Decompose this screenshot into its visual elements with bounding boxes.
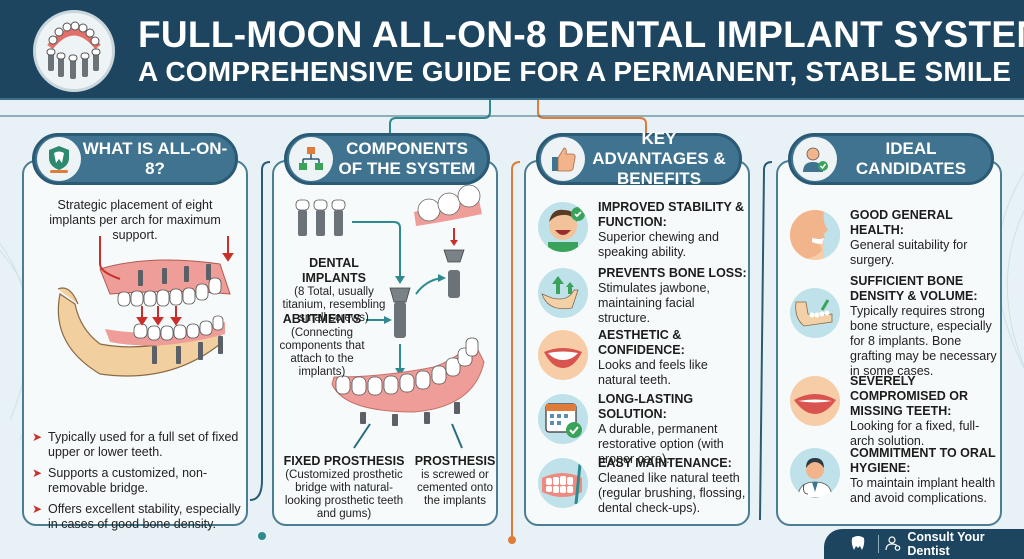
doctor-icon (790, 448, 840, 498)
advantage-item: PREVENTS BONE LOSS: Stimulates jawbone, … (538, 266, 748, 326)
panel-components: DENTAL IMPLANTS (8 Total, usually titani… (272, 160, 498, 526)
tooth-shield-icon (37, 137, 81, 181)
bullet-list: ➤ Typically used for a full set of fixed… (32, 430, 244, 538)
jaw-implant-illustration (57, 236, 234, 377)
thumbs-up-icon (541, 137, 585, 181)
candidate-item: SEVERELY COMPROMISED OR MISSING TEETH: L… (790, 374, 1000, 449)
component-dental-implants: DENTAL IMPLANTS (8 Total, usually titani… (282, 256, 386, 324)
candidate-item: GOOD GENERAL HEALTH: General suitability… (790, 208, 1000, 268)
advantage-item: IMPROVED STABILITY & FUNCTION: Superior … (538, 200, 748, 260)
page-title: FULL-MOON ALL-ON-8 DENTAL IMPLANT SYSTEM… (138, 14, 1024, 55)
face-profile-icon (790, 210, 840, 260)
intro-text: Strategic placement of eight implants pe… (49, 198, 221, 242)
section-header-advantages: KEY ADVANTAGES & BENEFITS (536, 129, 742, 188)
hierarchy-icon (289, 137, 333, 181)
components-illustration (295, 184, 485, 449)
component-abutments: ABUTMENTS (Connecting components that at… (279, 312, 365, 378)
component-fixed-prosthesis: FIXED PROSTHESIS (Customized prosthetic … (283, 454, 405, 520)
denture-toothbrush-icon (538, 458, 588, 508)
divider (878, 535, 880, 553)
section-header-candidates: IDEAL CANDIDATES (788, 133, 994, 185)
bullet-item: ➤ Typically used for a full set of fixed… (32, 430, 239, 459)
candidate-item: SUFFICIENT BONE DENSITY & VOLUME: Typica… (790, 274, 1000, 379)
section-header-components: COMPONENTS OF THE SYSTEM (284, 133, 490, 185)
section-title: WHAT IS ALL-ON-8? (82, 139, 228, 178)
consult-dentist-banner[interactable]: Consult Your Dentist (824, 529, 1024, 559)
section-header-what-is: WHAT IS ALL-ON-8? (32, 133, 238, 185)
section-title: IDEAL CANDIDATES (855, 139, 967, 178)
component-prosthesis: PROSTHESIS is screwed or cemented onto t… (414, 454, 496, 507)
smiling-man-icon (538, 202, 588, 252)
implant-arch-icon (33, 10, 115, 92)
smile-lips-icon (538, 330, 588, 380)
person-gear-icon (885, 535, 901, 554)
advantage-item: AESTHETIC & CONFIDENCE: Looks and feels … (538, 328, 748, 388)
panel-what-is-all-on-8: Strategic placement of eight implants pe… (22, 160, 248, 531)
jawbone-arrows-icon (538, 268, 588, 318)
red-arrow-icon: ➤ (32, 430, 43, 444)
panel-advantages: IMPROVED STABILITY & FUNCTION: Superior … (524, 160, 750, 526)
page-header: FULL-MOON ALL-ON-8 DENTAL IMPLANT SYSTEM… (0, 0, 1024, 100)
tooth-mascot-icon (844, 534, 872, 555)
section-title: KEY ADVANTAGES & BENEFITS (592, 129, 726, 188)
advantage-item: EASY MAINTENANCE: Cleaned like natural t… (538, 456, 748, 516)
person-check-icon (793, 137, 837, 181)
red-arrow-icon: ➤ (32, 502, 43, 516)
panel-ideal-candidates: GOOD GENERAL HEALTH: General suitability… (776, 160, 1002, 526)
lips-icon (790, 376, 840, 426)
advantage-item: LONG-LASTING SOLUTION: A durable, perman… (538, 392, 748, 467)
consult-dentist-label: Consult Your Dentist (907, 530, 985, 558)
page-subtitle: A COMPREHENSIVE GUIDE FOR A PERMANENT, S… (138, 56, 1012, 87)
bullet-item: ➤ Offers excellent stability, especially… (32, 502, 241, 531)
section-title: COMPONENTS OF THE SYSTEM (338, 139, 476, 178)
jaw-bone-icon (790, 288, 840, 338)
calendar-check-icon (538, 394, 588, 444)
candidate-item: COMMITMENT TO ORAL HYGIENE: To maintain … (790, 446, 1000, 506)
red-arrow-icon: ➤ (32, 466, 43, 480)
bullet-item: ➤ Supports a customized, non-removable b… (32, 466, 208, 495)
